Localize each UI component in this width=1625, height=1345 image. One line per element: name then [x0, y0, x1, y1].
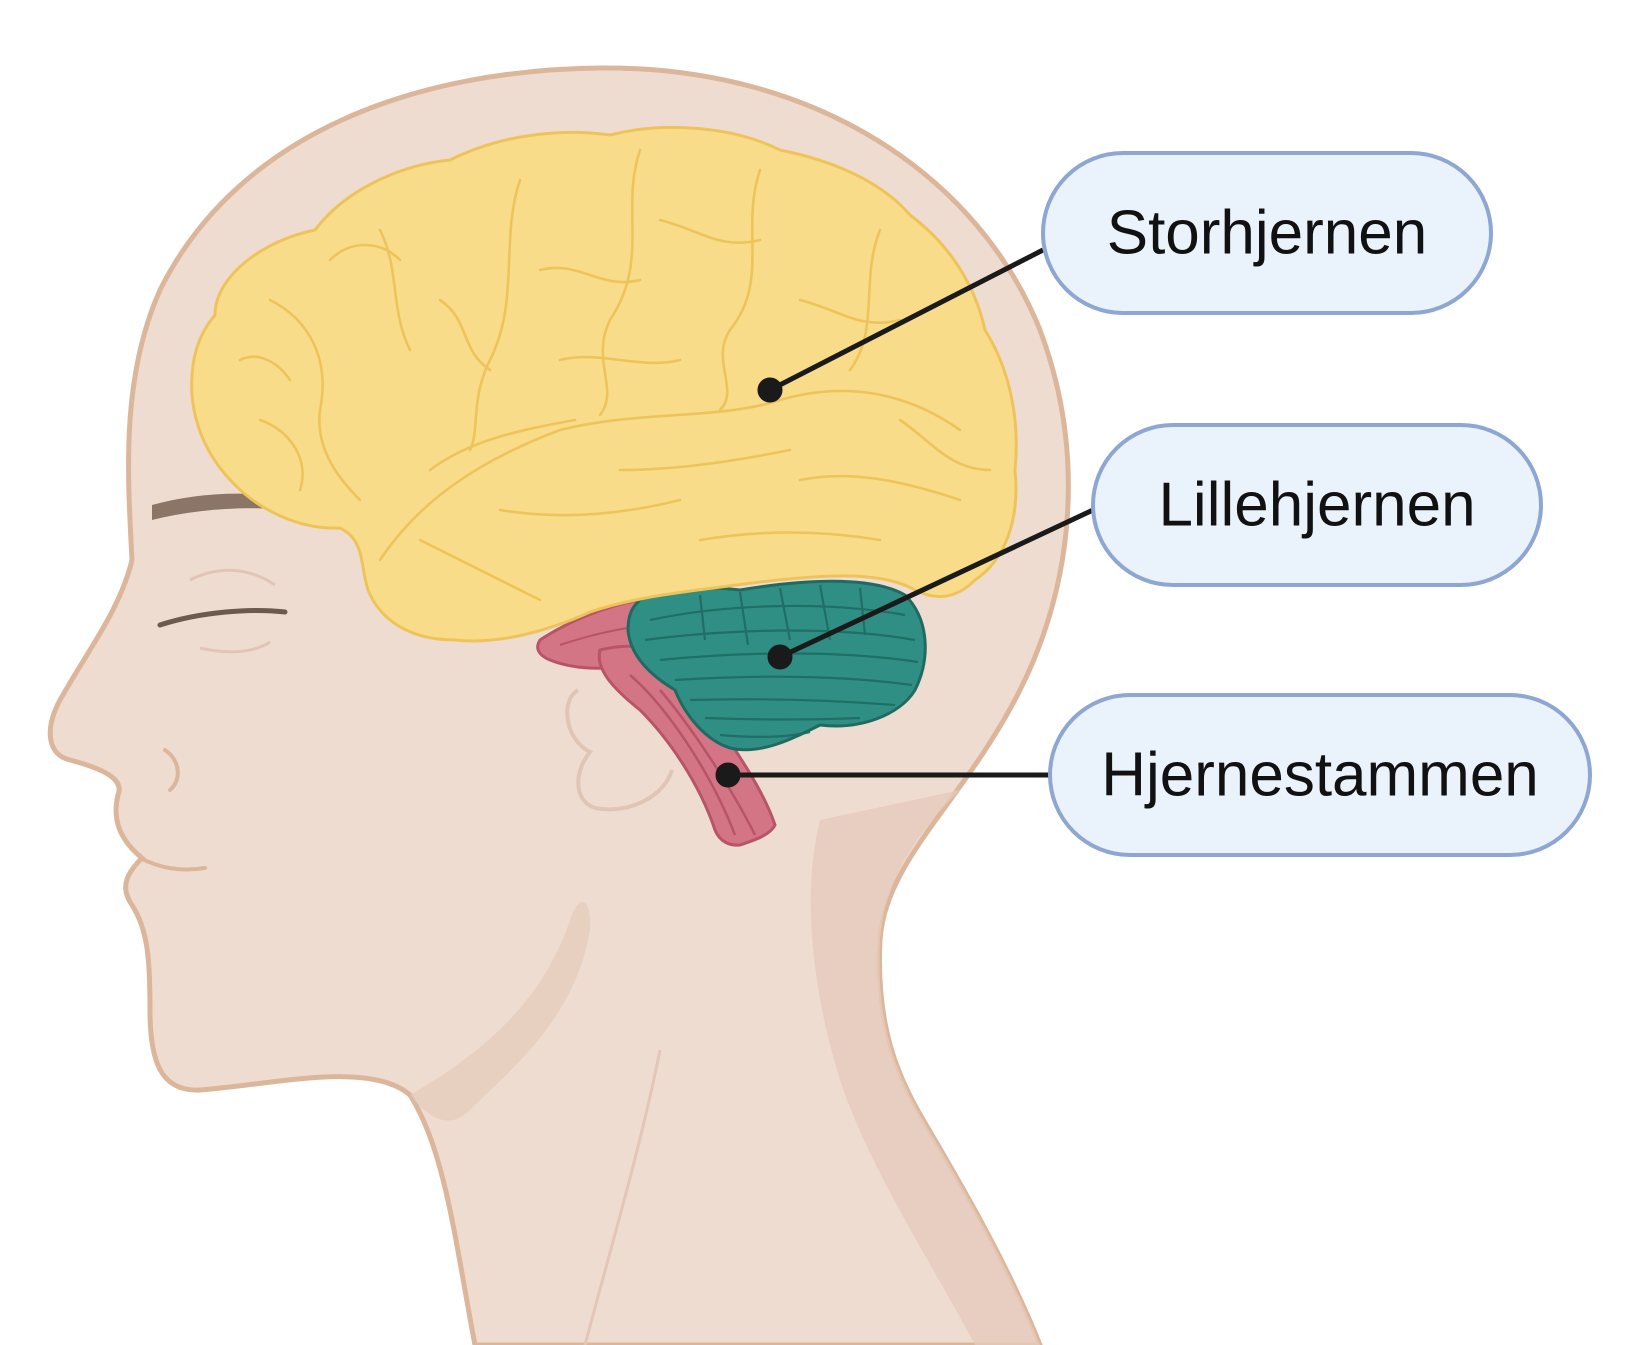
leader-lines: [715, 247, 1095, 788]
lip-line: [138, 856, 207, 872]
cerebrum-gyri: [238, 148, 992, 602]
leader-line-cerebellum: [778, 507, 1095, 660]
brainstem-fiber: [629, 674, 737, 836]
leader-dot-cerebellum: [767, 644, 793, 670]
ear: [565, 688, 674, 812]
callout-box-cerebrum: [1041, 151, 1493, 315]
neck-line: [583, 1049, 662, 1345]
cerebrum-shape: [190, 125, 1018, 643]
neck-shadow: [810, 790, 1040, 1345]
callout-cerebellum: Lillehjernen: [1091, 423, 1543, 587]
callout-box-cerebellum: [1091, 423, 1543, 587]
cerebrum: [190, 125, 1018, 643]
closed-eye: [157, 608, 288, 628]
leader-dot-brainstem: [715, 762, 741, 788]
leader-dot-cerebrum: [757, 377, 783, 403]
nostril: [163, 748, 180, 792]
lower-lid: [199, 640, 271, 654]
label-brainstem: Hjernestammen: [1101, 741, 1539, 810]
jaw-shadow: [410, 901, 591, 1121]
label-cerebellum: Lillehjernen: [1158, 471, 1475, 540]
callout-cerebrum: Storhjernen: [1041, 151, 1493, 315]
callout-box-brainstem: [1048, 693, 1592, 857]
callout-brainstem: Hjernestammen: [1048, 693, 1592, 857]
eye-crease: [189, 568, 276, 587]
label-cerebrum: Storhjernen: [1107, 199, 1428, 268]
leader-line-cerebrum: [768, 247, 1045, 393]
brainstem-fiber-2: [659, 689, 757, 836]
